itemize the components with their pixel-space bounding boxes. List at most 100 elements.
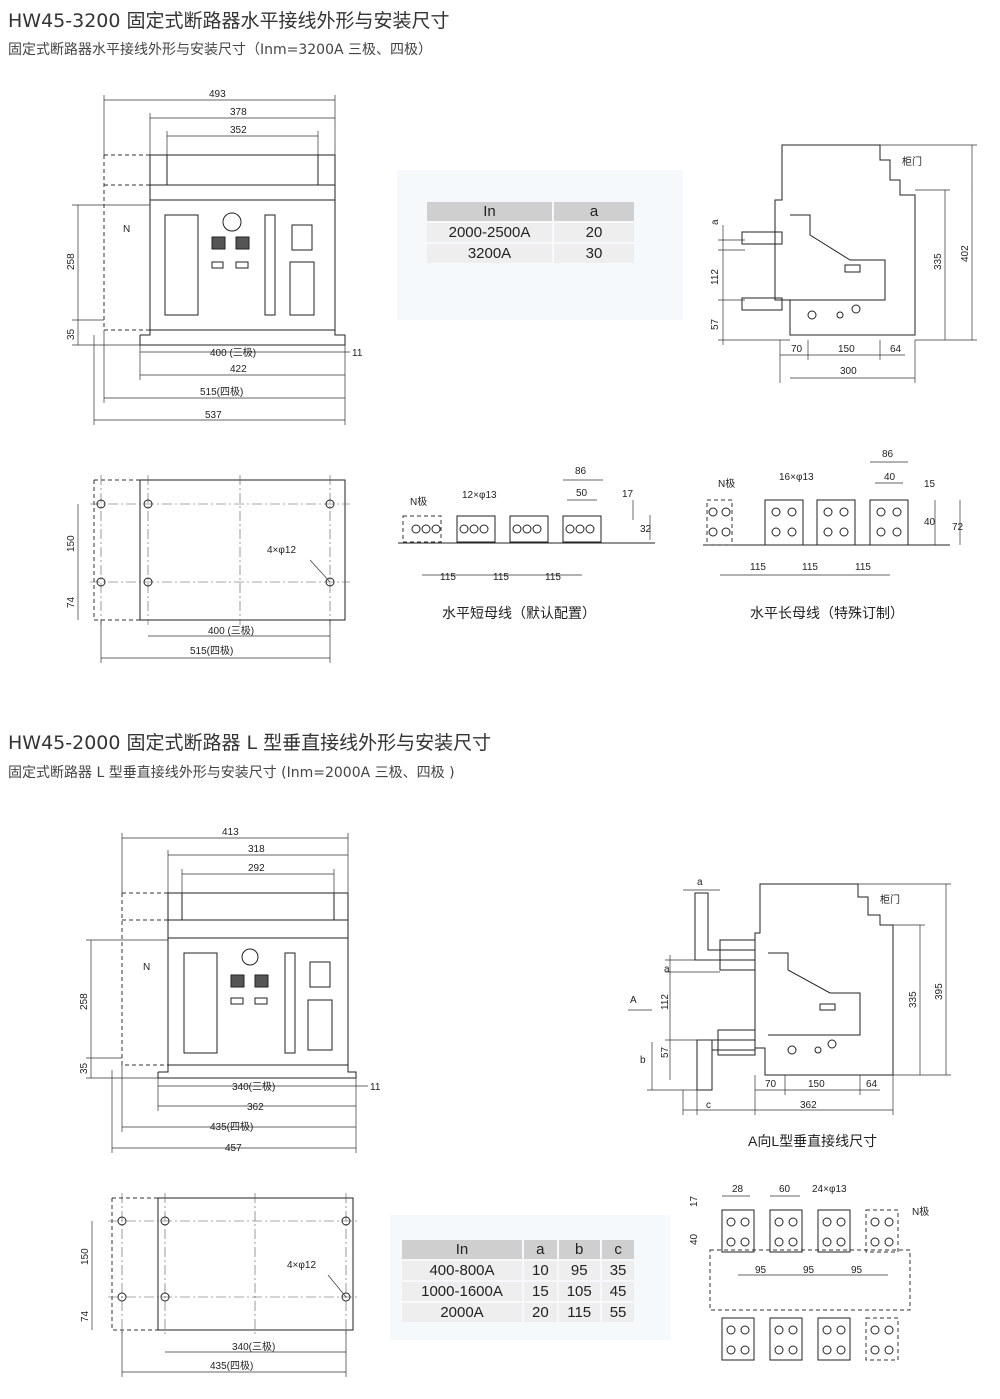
- svg-text:258: 258: [79, 993, 90, 1010]
- bolt-hole: [774, 1345, 784, 1355]
- svg-text:a: a: [710, 219, 721, 225]
- svg-text:378: 378: [230, 107, 247, 118]
- bolt-hole: [708, 527, 718, 537]
- svg-text:86: 86: [575, 466, 587, 477]
- bolt-hole: [788, 1217, 798, 1227]
- bolt-hole: [839, 507, 849, 517]
- bolt-hole: [788, 1237, 798, 1247]
- svg-text:N极: N极: [718, 477, 735, 490]
- bolt-hole: [870, 1325, 880, 1335]
- svg-text:150: 150: [66, 535, 77, 552]
- bolt-hole: [876, 527, 886, 537]
- section1-title: HW45-3200 固定式断路器水平接线外形与安装尺寸: [8, 10, 450, 32]
- bolt-hole: [788, 1345, 798, 1355]
- bolt-hole: [726, 1345, 736, 1355]
- svg-text:57: 57: [710, 318, 721, 330]
- svg-text:水平长母线（特殊订制）: 水平长母线（特殊订制）: [750, 605, 904, 621]
- svg-text:b: b: [640, 1055, 646, 1066]
- svg-text:70: 70: [765, 1079, 777, 1090]
- svg-text:32: 32: [640, 524, 652, 535]
- svg-text:435(四极): 435(四极): [210, 1120, 253, 1133]
- svg-text:515(四极): 515(四极): [200, 385, 243, 398]
- bolt-hole: [469, 524, 479, 534]
- svg-text:362: 362: [800, 1100, 817, 1111]
- svg-text:17: 17: [689, 1195, 700, 1207]
- svg-text:水平短母线（默认配置）: 水平短母线（默认配置）: [442, 605, 596, 621]
- bolt-hole: [892, 527, 902, 537]
- svg-text:c: c: [706, 1100, 711, 1111]
- svg-text:40: 40: [689, 1233, 700, 1245]
- bolt-hole: [822, 1217, 832, 1227]
- svg-text:4×φ12: 4×φ12: [267, 545, 296, 556]
- svg-text:402: 402: [960, 245, 971, 262]
- svg-text:435(四极): 435(四极): [210, 1359, 253, 1372]
- svg-text:422: 422: [230, 364, 247, 375]
- svg-text:72: 72: [952, 522, 964, 533]
- svg-text:74: 74: [66, 596, 77, 608]
- bolt-hole: [774, 1217, 784, 1227]
- bolt-hole: [884, 1217, 894, 1227]
- bolt-hole: [787, 507, 797, 517]
- bolt-hole: [721, 527, 731, 537]
- bolt-hole: [771, 507, 781, 517]
- svg-text:493: 493: [209, 89, 226, 100]
- bolt-hole: [522, 524, 532, 534]
- bolt-hole: [876, 507, 886, 517]
- svg-text:40: 40: [924, 517, 936, 528]
- svg-text:50: 50: [576, 488, 588, 499]
- bolt-hole: [774, 1237, 784, 1247]
- svg-text:N: N: [123, 224, 130, 235]
- bolt-hole: [512, 524, 522, 534]
- bolt-hole: [740, 1325, 750, 1335]
- bolt-hole: [836, 1237, 846, 1247]
- svg-text:24×φ13: 24×φ13: [812, 1184, 847, 1195]
- bolt-hole: [459, 524, 469, 534]
- svg-text:N: N: [143, 962, 150, 973]
- svg-text:400 (三极): 400 (三极): [210, 346, 256, 359]
- svg-text:柜门: 柜门: [902, 155, 922, 168]
- svg-text:28: 28: [732, 1184, 744, 1195]
- bottom-view-2000: 4×φ12 150 74 340(三极)435(四极): [80, 1193, 358, 1377]
- svg-text:N极: N极: [912, 1205, 929, 1218]
- bolt-hole: [836, 1345, 846, 1355]
- svg-text:115: 115: [802, 562, 818, 573]
- svg-text:16×φ13: 16×φ13: [779, 472, 814, 483]
- svg-text:95: 95: [755, 1265, 767, 1276]
- bolt-hole: [822, 1345, 832, 1355]
- svg-text:150: 150: [80, 1248, 91, 1265]
- svg-text:74: 74: [80, 1310, 91, 1322]
- svg-text:112: 112: [660, 994, 671, 1010]
- bolt-hole: [532, 524, 542, 534]
- svg-text:70: 70: [791, 344, 803, 355]
- bolt-hole: [740, 1345, 750, 1355]
- bolt-hole: [788, 1325, 798, 1335]
- bolt-hole: [884, 1325, 894, 1335]
- svg-text:150: 150: [808, 1079, 825, 1090]
- bolt-hole: [708, 507, 718, 517]
- svg-text:352: 352: [230, 125, 247, 136]
- svg-text:40: 40: [884, 472, 896, 483]
- svg-text:115: 115: [440, 572, 456, 583]
- svg-text:35: 35: [79, 1062, 90, 1074]
- svg-text:95: 95: [803, 1265, 815, 1276]
- svg-text:115: 115: [545, 572, 561, 583]
- svg-text:413: 413: [222, 827, 239, 838]
- svg-text:335: 335: [908, 991, 919, 1008]
- svg-text:515(四极): 515(四极): [190, 644, 233, 657]
- svg-text:15: 15: [924, 479, 936, 490]
- bolt-hole: [421, 524, 431, 534]
- bolt-hole: [774, 1325, 784, 1335]
- bolt-hole: [870, 1345, 880, 1355]
- svg-text:11: 11: [352, 348, 363, 359]
